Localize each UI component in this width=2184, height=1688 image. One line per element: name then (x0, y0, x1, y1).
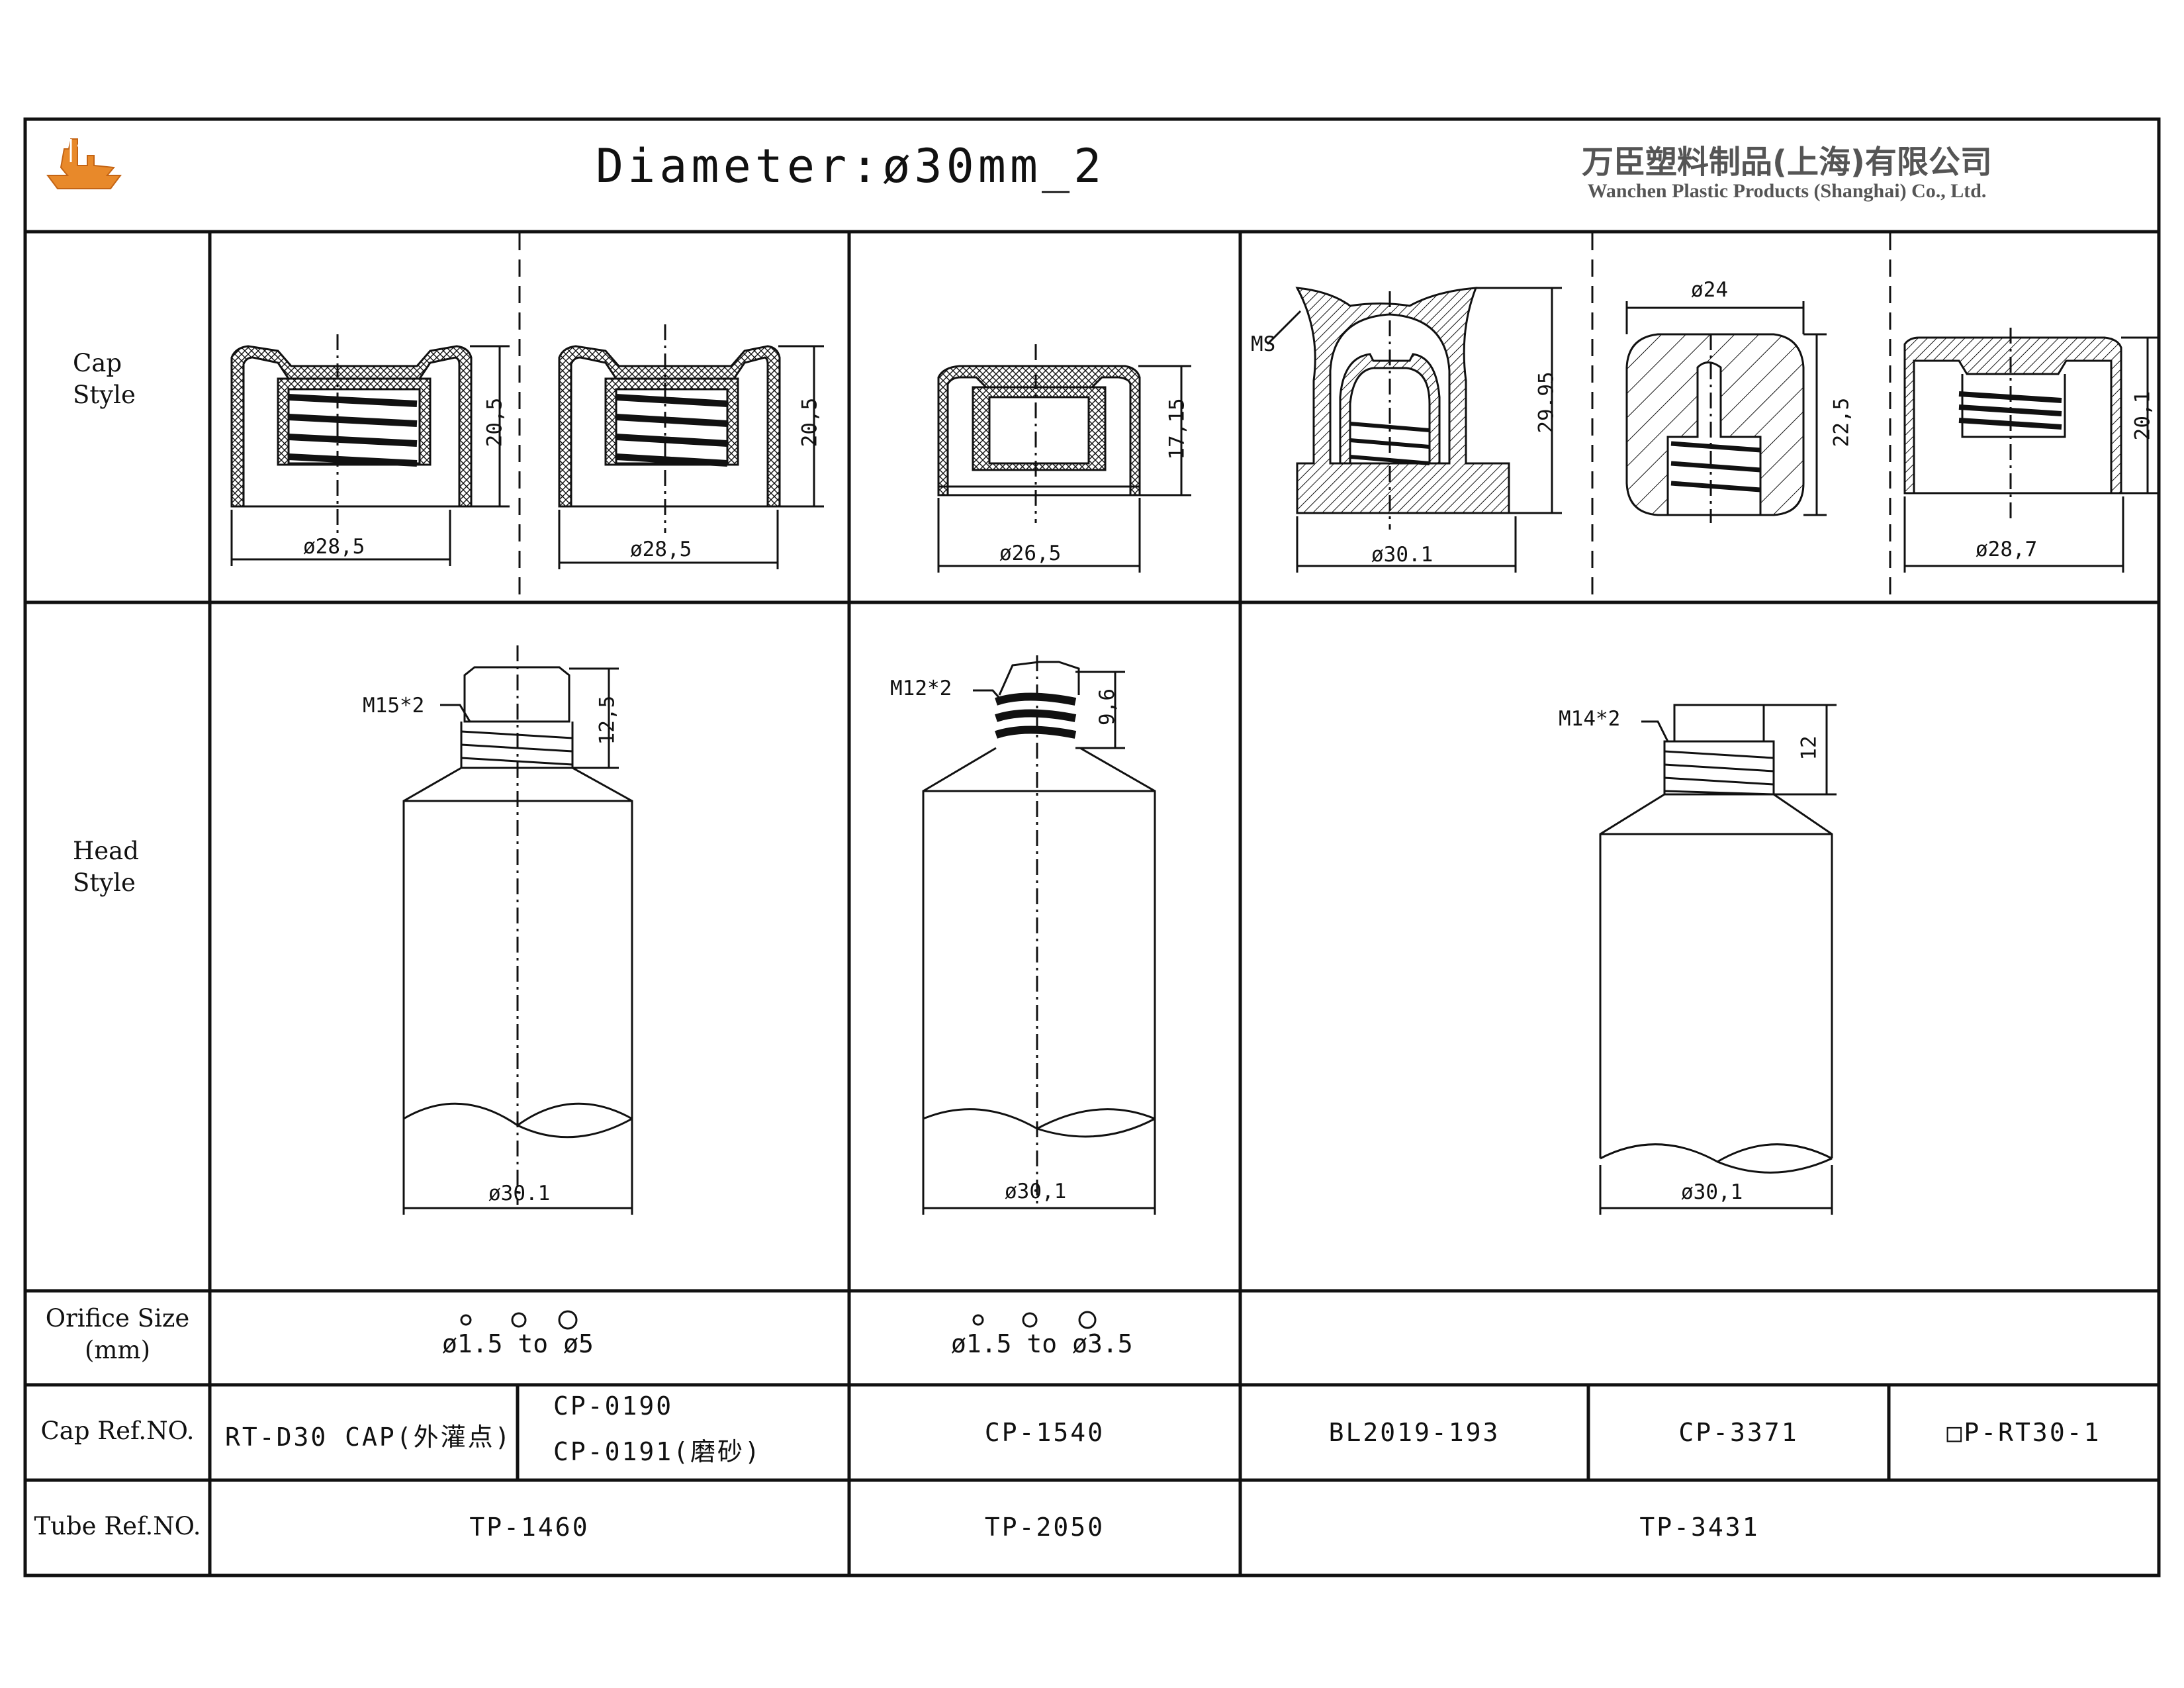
tube-ref-1: TP-1460 (469, 1513, 590, 1542)
head3-thread: M14*2 (1559, 707, 1621, 731)
head1-thread: M15*2 (363, 694, 425, 718)
cap1-diameter: ø28,5 (303, 535, 365, 559)
orifice2-to-word: to (1026, 1329, 1058, 1358)
orifice-circles (460, 1310, 1097, 1330)
cap1-height: 20,5 (482, 397, 507, 447)
orifice2-to: ø3.5 (1072, 1329, 1133, 1358)
tube-drawing-1 (402, 645, 633, 1215)
orifice2-from: ø1.5 (951, 1329, 1012, 1358)
head1-height: 12,5 (595, 695, 619, 745)
orifice1-to-word: to (518, 1329, 549, 1358)
cap-ref-4: BL2019-193 (1328, 1418, 1500, 1447)
cap5-top-diameter: ø24 (1691, 278, 1728, 302)
cap-ref-3: CP-1540 (984, 1418, 1105, 1447)
cap4-height: 29.95 (1534, 371, 1559, 434)
head2-height: 9,6 (1095, 688, 1119, 726)
orifice-size-label-line2: (mm) (84, 1336, 151, 1365)
head-style-label-line1: Head (73, 837, 139, 865)
cap-ref-1: RT-D30 CAP(外灌点) (225, 1423, 512, 1452)
head-style-label: Head Style (73, 835, 139, 899)
head1-diameter: ø30.1 (488, 1182, 551, 1205)
cap-ref-label: Cap Ref.NO. (40, 1417, 195, 1445)
tube-ref-3: TP-3431 (1639, 1513, 1760, 1542)
tube-drawing-3 (1599, 704, 1837, 1215)
cap2-height: 20,5 (797, 397, 822, 447)
wanchen-logo (46, 138, 122, 189)
head3-height: 12 (1797, 735, 1821, 761)
cap2-diameter: ø28,5 (630, 538, 692, 561)
orifice-size-label: Orifice Size (mm) (26, 1303, 208, 1366)
head-style-label-line2: Style (73, 868, 136, 898)
cap-drawing-3 (937, 344, 1191, 573)
tube-drawing-2 (922, 655, 1156, 1215)
cap4-ms-label: MS (1251, 332, 1276, 356)
orifice-range-2: ø1.5 to ø3.5 (951, 1329, 1133, 1358)
orifice1-from: ø1.5 (442, 1329, 503, 1358)
cap-style-label-line2: Style (73, 381, 136, 410)
cap6-height: 20,1 (2130, 391, 2155, 441)
cap6-diameter: ø28,7 (1976, 538, 2038, 561)
cap3-diameter: ø26,5 (999, 541, 1062, 565)
page-title: Diameter:ø30mm_2 (596, 139, 1106, 193)
orifice1-to: ø5 (563, 1329, 594, 1358)
cap3-height: 17,15 (1165, 398, 1189, 460)
cap-ref-2a: CP-0190 (553, 1391, 674, 1421)
cap-drawing-1 (230, 334, 510, 566)
cap-ref-5: CP-3371 (1678, 1418, 1799, 1447)
cap-ref-6: □P-RT30-1 (1946, 1418, 2101, 1447)
cap-style-label: Cap Style (73, 348, 136, 411)
cap-ref-2b: CP-0191(磨砂) (553, 1437, 762, 1466)
company-name-cn: 万臣塑料制品(上海)有限公司 (1582, 144, 1992, 181)
head3-diameter: ø30,1 (1681, 1180, 1743, 1204)
cap-drawing-2 (558, 324, 824, 569)
cap4-diameter: ø30.1 (1371, 543, 1433, 567)
cap-drawing-5 (1625, 301, 1827, 523)
table-grid (23, 117, 2161, 1577)
orifice-size-label-line1: Orifice Size (45, 1304, 190, 1333)
tube-ref-2: TP-2050 (984, 1513, 1105, 1542)
cap-drawing-4 (1266, 287, 1562, 573)
company-name-en: Wanchen Plastic Products (Shanghai) Co.,… (1587, 180, 1987, 202)
head2-thread: M12*2 (890, 677, 952, 700)
cap5-height: 22,5 (1829, 397, 1854, 447)
cap-drawing-6 (1903, 328, 2158, 573)
orifice-range-1: ø1.5 to ø5 (442, 1329, 594, 1358)
head2-diameter: ø30,1 (1005, 1180, 1067, 1203)
tube-ref-label: Tube Ref.NO. (34, 1512, 201, 1540)
cap-style-label-line1: Cap (73, 349, 122, 377)
